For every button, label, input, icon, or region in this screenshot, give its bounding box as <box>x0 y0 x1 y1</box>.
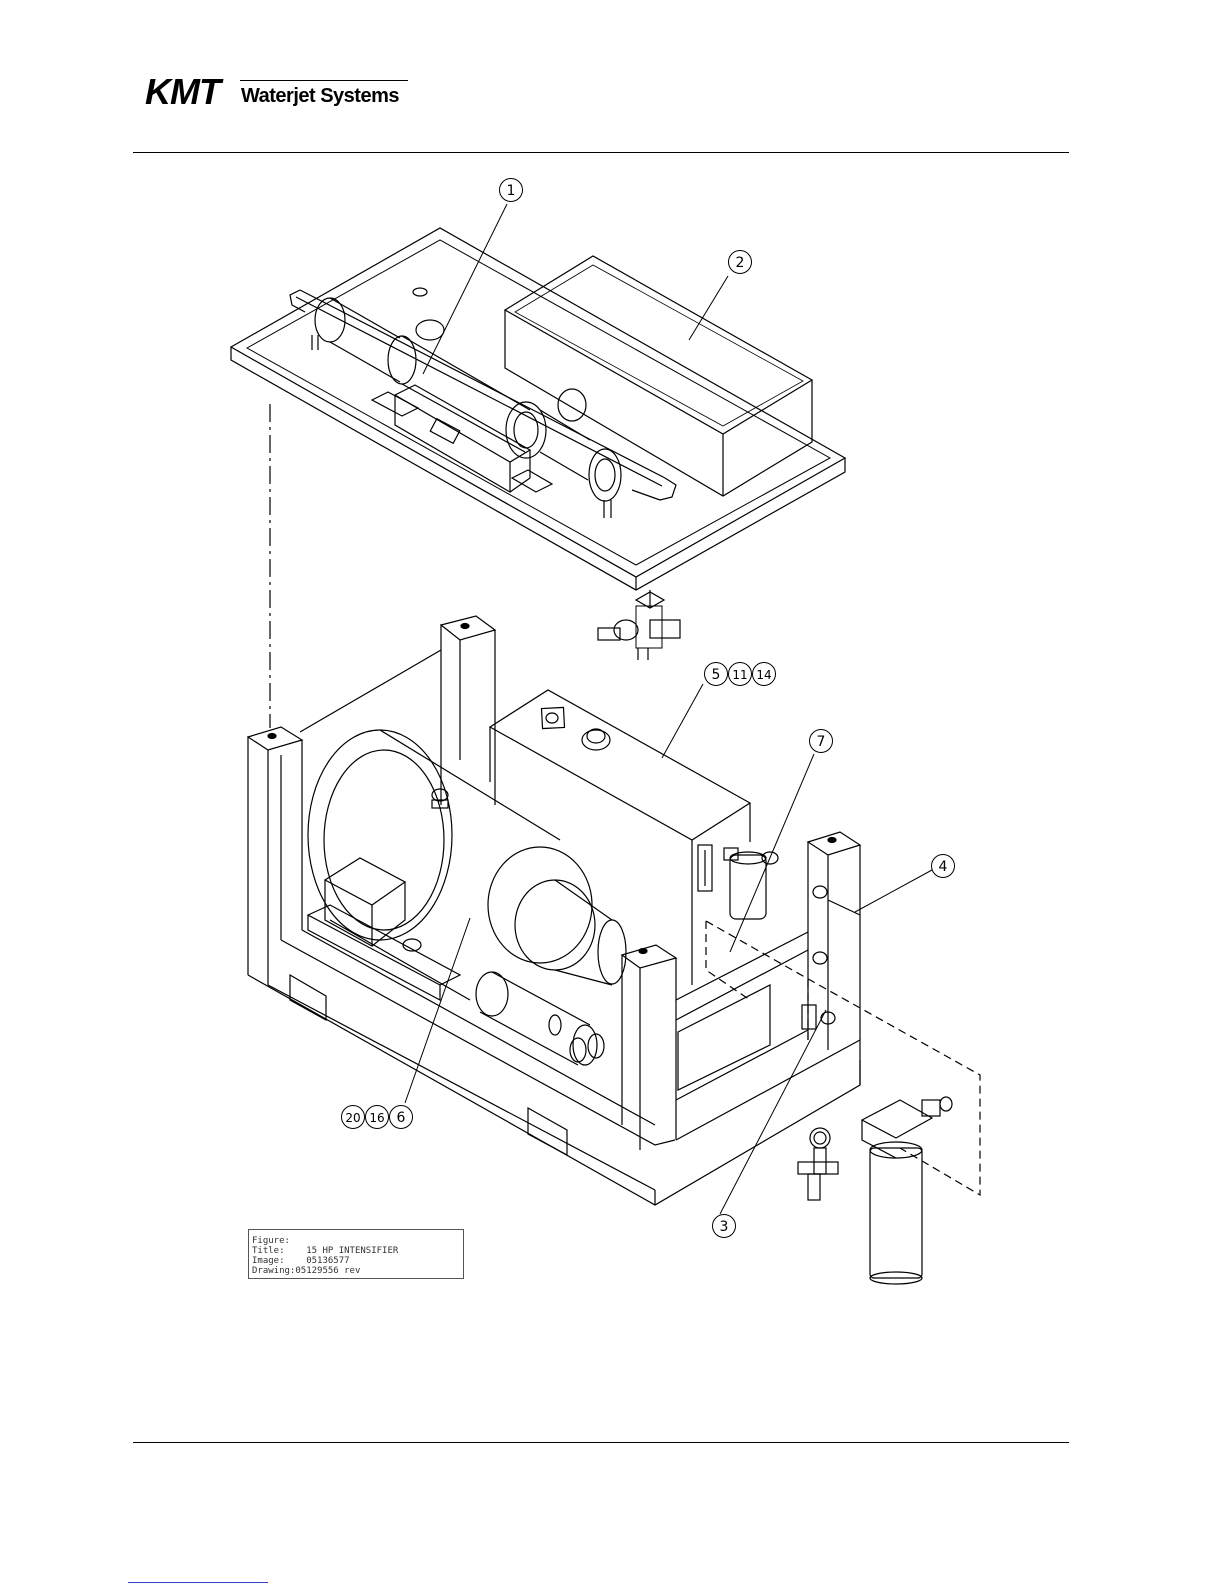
caption-drawing-row: Drawing:05129556 rev <box>252 1266 463 1276</box>
leader-lines <box>405 204 932 1214</box>
water-filter-assembly <box>862 1097 952 1284</box>
figure-caption-box: Figure: Title: 15 HP INTENSIFIER Image: … <box>248 1229 464 1279</box>
callout-7: 7 <box>817 734 826 750</box>
caption-title-value: 15 HP INTENSIFIER <box>306 1246 398 1256</box>
caption-image-label: Image: <box>252 1256 285 1266</box>
callout-1: 1 <box>507 183 516 199</box>
callout-11: 11 <box>732 668 747 682</box>
caption-image-value: 05136577 <box>306 1256 349 1266</box>
callout-5: 5 <box>712 667 721 683</box>
callout-balloons <box>342 179 955 1238</box>
caption-title-row: Title: 15 HP INTENSIFIER <box>252 1246 463 1256</box>
callout-4: 4 <box>939 859 948 875</box>
footer-link-underline[interactable] <box>128 1582 268 1583</box>
reservoir-top <box>490 690 750 840</box>
footer-divider <box>133 1442 1069 1443</box>
callout-16: 16 <box>369 1111 384 1125</box>
callout-3: 3 <box>720 1219 729 1235</box>
valve-assembly <box>598 590 680 660</box>
caption-figure-label: Figure: <box>252 1236 463 1246</box>
callout-20: 20 <box>345 1111 360 1125</box>
upper-plate-assembly <box>231 228 845 590</box>
callout-14: 14 <box>756 668 771 682</box>
callout-6: 6 <box>397 1110 406 1126</box>
plate-edge <box>231 347 845 590</box>
caption-image-row: Image: 05136577 <box>252 1256 463 1266</box>
enclosure-top <box>505 256 812 434</box>
gauge-tee-assembly <box>798 1128 838 1200</box>
caption-drawing-value: 05129556 rev <box>295 1266 360 1276</box>
caption-drawing-label: Drawing: <box>252 1266 295 1276</box>
caption-title-label: Title: <box>252 1246 285 1256</box>
callout-2: 2 <box>736 255 745 271</box>
